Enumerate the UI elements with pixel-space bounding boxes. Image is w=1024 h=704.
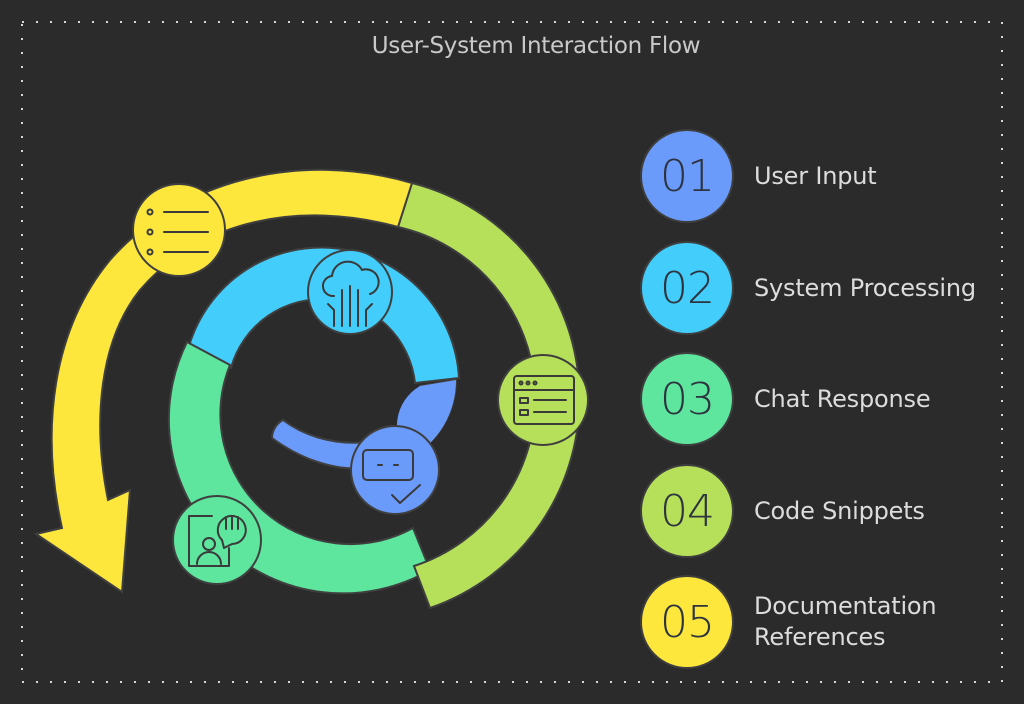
legend-item-chat-response: 03 Chat Response [640, 352, 1010, 448]
step-number-badge: 03 [640, 352, 734, 446]
browser-window-icon-bubble [497, 354, 589, 446]
step-number-badge: 02 [640, 241, 734, 335]
legend-item-user-input: 01 User Input [640, 129, 1010, 225]
diagram-title: User-System Interaction Flow [371, 33, 701, 59]
legend-item-system-processing: 02 System Processing [640, 241, 1010, 337]
person-chat-icon-bubble [172, 495, 262, 585]
step-label: Documentation References [754, 592, 937, 651]
legend-item-code-snippets: 04 Code Snippets [640, 464, 1010, 560]
legend-item-documentation-references: 05 Documentation References [640, 575, 1010, 671]
step-number-badge: 01 [640, 129, 734, 223]
step-label: Chat Response [754, 384, 931, 413]
step-number-badge: 05 [640, 575, 734, 669]
list-icon-bubble [132, 183, 226, 277]
step-label: System Processing [754, 273, 976, 302]
list-icon [146, 208, 209, 256]
cloud-circuit-icon [322, 260, 380, 327]
chat-check-icon-bubble [350, 425, 440, 515]
step-number-badge: 04 [640, 464, 734, 558]
chat-check-icon [362, 449, 421, 504]
step-label: User Input [754, 161, 877, 190]
person-chat-icon [188, 515, 247, 567]
step-label: Code Snippets [754, 496, 925, 525]
cloud-circuit-icon-bubble [307, 249, 393, 335]
segment-code-snippets [396, 181, 581, 610]
browser-window-icon [513, 375, 575, 425]
